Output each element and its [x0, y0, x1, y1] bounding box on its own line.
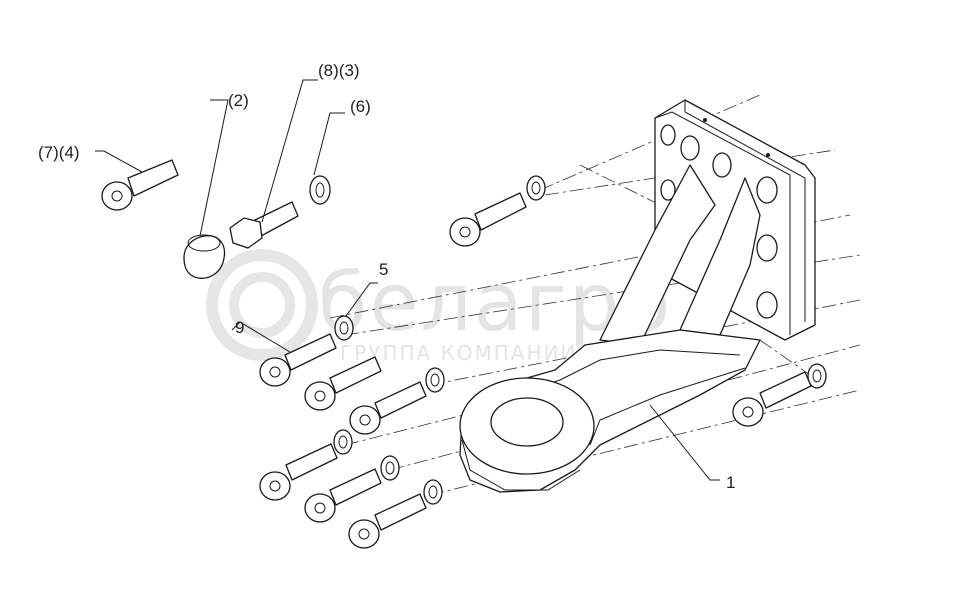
washers — [309, 175, 827, 505]
cap-screw-5 — [304, 468, 382, 523]
cap-screw-4 — [259, 443, 338, 501]
label-1: 1 — [726, 473, 735, 492]
callout-labels: (7)(4) (2) (8)(3) (6) 5 9 1 — [38, 61, 735, 492]
towing-bracket — [459, 99, 816, 493]
label-2: (2) — [228, 91, 249, 110]
cap-screw-1 — [259, 333, 337, 387]
cap-screw-right — [732, 371, 812, 427]
cap-screws — [101, 159, 812, 549]
cap-screw-top-right — [449, 192, 527, 247]
watermark-logo — [206, 249, 318, 361]
cap-screw-top-left — [101, 159, 179, 211]
label-6: (6) — [350, 97, 371, 116]
label-8-3: (8)(3) — [318, 61, 360, 80]
leader-lines — [95, 79, 720, 481]
watermark-subtitle: ГРУППА КОМПАНИИ — [340, 341, 577, 365]
cap-screw-2 — [304, 356, 382, 411]
label-5: 5 — [379, 260, 388, 279]
label-9: 9 — [235, 318, 244, 337]
hex-bolt — [229, 201, 299, 249]
cap-screw-6 — [348, 493, 427, 549]
protective-cap — [183, 234, 226, 279]
label-7-4: (7)(4) — [38, 143, 80, 162]
cap-screw-3 — [349, 381, 427, 435]
